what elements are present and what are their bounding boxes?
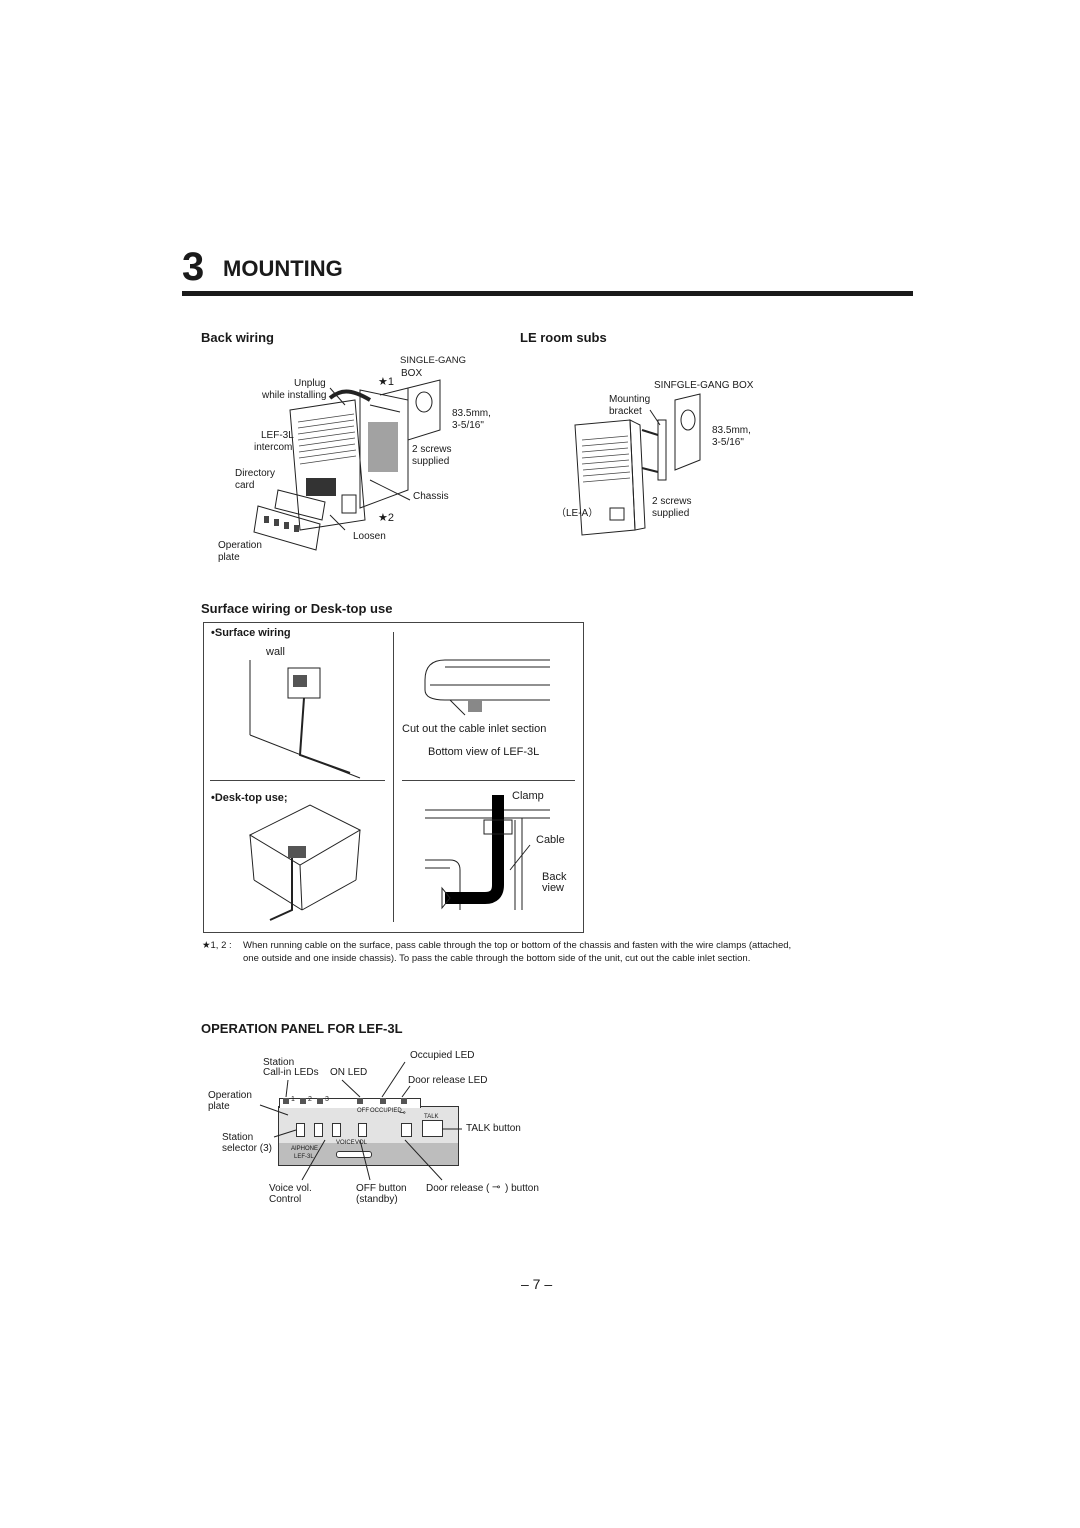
door-release-key-icon: ⊸: [399, 1108, 406, 1117]
desk-top-label: •Desk-top use;: [211, 792, 288, 804]
label-door-release-button-a: Door release (: [426, 1183, 490, 1194]
label-sinfgle-gang-box: SINFGLE-GANG BOX: [654, 380, 754, 391]
label-call-in-leds: Call-in LEDs: [263, 1067, 319, 1078]
surface-box: [203, 622, 584, 933]
star-1: ★1: [378, 376, 394, 388]
back-view-diagram: [425, 795, 550, 910]
panel-off-text: OFF: [357, 1108, 369, 1114]
led-number-3: 3: [325, 1096, 329, 1103]
panel-top-rule: [279, 1098, 421, 1108]
call-in-led-1: [283, 1098, 289, 1104]
bottom-view-label: Bottom view of LEF-3L: [428, 746, 540, 758]
station-selector-3[interactable]: [332, 1123, 341, 1137]
surface-box-divider: [393, 632, 394, 922]
label-single-gang-box: BOX: [401, 368, 423, 379]
panel-model: LEF-3L: [294, 1154, 314, 1160]
bottom-view-diagram: [424, 659, 550, 716]
label-operation: Operation: [218, 540, 262, 551]
voice-volume-slider[interactable]: [336, 1151, 372, 1158]
occupied-led: [380, 1098, 386, 1104]
operation-panel-leaders: [259, 1061, 462, 1181]
cable-label: Cable: [536, 834, 565, 846]
label-single-gang: SINGLE-GANG: [400, 355, 466, 366]
call-in-led-3: [317, 1098, 323, 1104]
label-le-supplied: supplied: [652, 508, 690, 519]
label-off-button: OFF button: [356, 1183, 407, 1194]
section-number: 3: [182, 245, 205, 289]
label-card: card: [235, 480, 255, 491]
surface-heading: Surface wiring or Desk-top use: [201, 601, 393, 616]
door-release-led: [401, 1098, 407, 1104]
footnote-line-1: When running cable on the surface, pass …: [243, 940, 792, 951]
label-lef-3l: LEF-3L: [261, 430, 294, 441]
surface-wall-diagram: [249, 660, 361, 779]
label-chassis: Chassis: [413, 491, 449, 502]
label-talk-button: TALK button: [466, 1123, 521, 1134]
station-selector-2[interactable]: [314, 1123, 323, 1137]
view-label: view: [542, 882, 565, 894]
label-operation-plate-1: Operation: [208, 1090, 252, 1101]
label-intercom: intercom: [254, 442, 293, 453]
label-2-screws: 2 screws: [412, 444, 452, 455]
panel-brand: AIPHONE: [291, 1146, 319, 1152]
label-dim-mm: 83.5mm,: [452, 408, 491, 419]
page-number: – 7 –: [521, 1276, 553, 1292]
label-while-installing: while installing: [262, 390, 327, 401]
operation-panel-heading: OPERATION PANEL FOR LEF-3L: [201, 1021, 403, 1036]
title-rule: [182, 291, 913, 296]
panel-talk-text: TALK: [424, 1114, 439, 1120]
label-plate: plate: [218, 552, 240, 563]
label-le-2-screws: 2 screws: [652, 496, 692, 507]
label-supplied: supplied: [412, 456, 450, 467]
panel-occupied-text: OCCUPIED: [370, 1108, 402, 1114]
star-2: ★2: [378, 512, 394, 524]
desk-top-diagram: [248, 804, 362, 921]
label-le-dim-mm: 83.5mm,: [712, 425, 751, 436]
back-label: Back: [542, 871, 567, 883]
le-room-subs-heading: LE room subs: [520, 330, 607, 345]
off-button[interactable]: [358, 1123, 367, 1137]
label-operation-plate-2: plate: [208, 1101, 230, 1112]
footnote-marker: ★1, 2 :: [202, 940, 232, 951]
clamp-label: Clamp: [512, 790, 544, 802]
door-release-button[interactable]: [401, 1123, 412, 1137]
label-voice-vol: Voice vol.: [269, 1183, 312, 1194]
led-number-1: 1: [291, 1096, 295, 1103]
label-door-release-led: Door release LED: [408, 1075, 488, 1086]
label-le-a: （LE-A）: [556, 508, 599, 519]
back-wiring-diagram: [253, 379, 441, 551]
label-station-selector-1: Station: [222, 1132, 254, 1143]
label-directory: Directory: [235, 468, 276, 479]
label-unplug: Unplug: [294, 378, 326, 389]
surface-left-rule: [210, 780, 385, 781]
call-in-led-2: [300, 1098, 306, 1104]
footnote-line-2: one outside and one inside chassis). To …: [243, 953, 751, 964]
surface-wiring-label: •Surface wiring: [211, 627, 291, 639]
panel-voice-text: VOICE: [336, 1140, 355, 1146]
label-station: Station: [263, 1057, 295, 1068]
surface-right-rule: [402, 780, 575, 781]
page-title: MOUNTING: [223, 256, 343, 281]
label-voice-control: Control: [269, 1194, 302, 1205]
led-number-2: 2: [308, 1096, 312, 1103]
back-wiring-heading: Back wiring: [201, 330, 274, 345]
key-icon: ⊸: [492, 1182, 501, 1193]
le-room-subs-diagram: [574, 393, 701, 536]
label-loosen: Loosen: [353, 531, 386, 542]
label-le-dim-in: 3-5/16": [712, 437, 744, 448]
on-led: [357, 1098, 363, 1104]
label-station-selector-2: selector (3): [222, 1143, 273, 1154]
station-selector-1[interactable]: [296, 1123, 305, 1137]
cut-out-label: Cut out the cable inlet section: [402, 723, 547, 735]
label-off-standby: (standby): [356, 1194, 398, 1205]
label-occupied-led: Occupied LED: [410, 1050, 475, 1061]
label-bracket: bracket: [609, 406, 642, 417]
label-door-release-button-b: ) button: [505, 1183, 539, 1194]
label-on-led: ON LED: [330, 1067, 368, 1078]
label-mounting: Mounting: [609, 394, 651, 405]
label-dim-in: 3-5/16": [452, 420, 484, 431]
wall-label: wall: [266, 646, 285, 658]
